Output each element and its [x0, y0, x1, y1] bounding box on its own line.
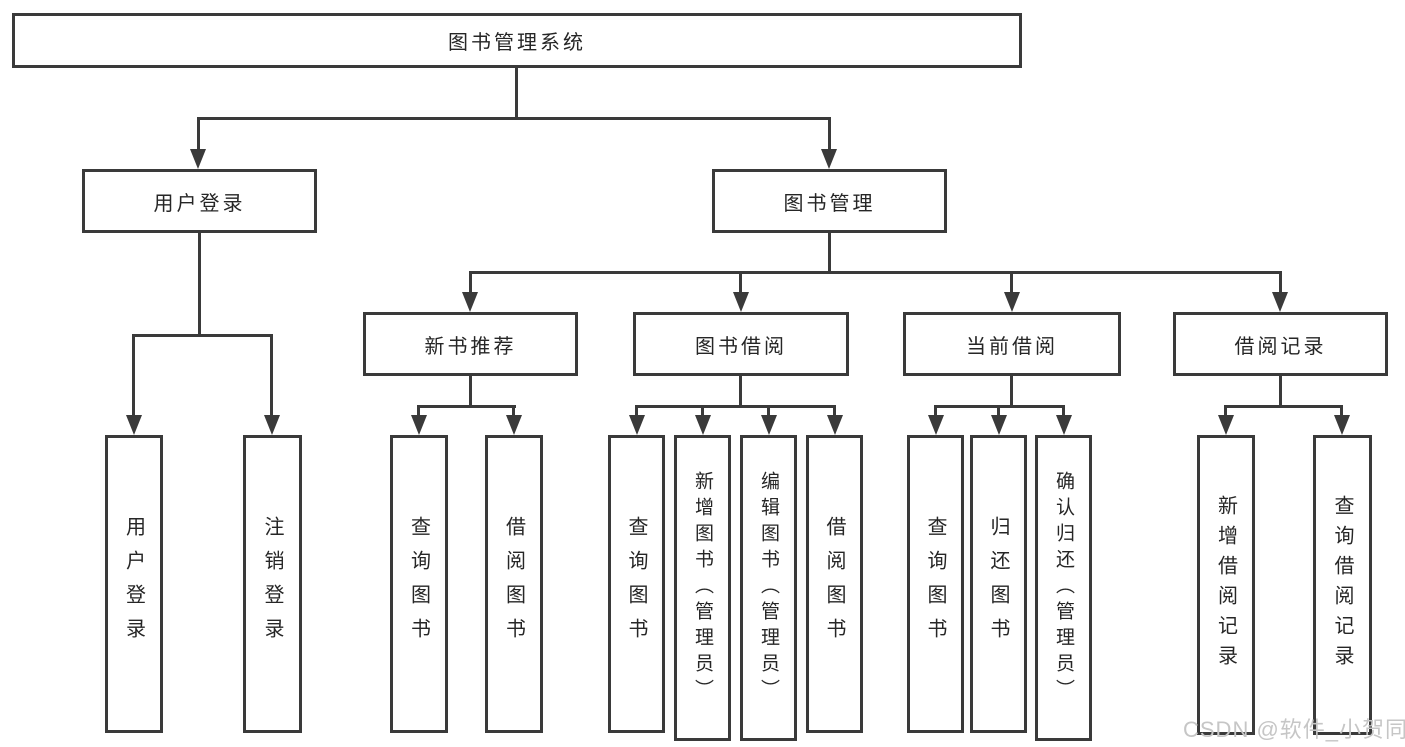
- connector-line: [828, 233, 831, 273]
- leaf-borrow-books: 借阅图书: [806, 435, 863, 733]
- arrow-down-icon: [629, 415, 645, 435]
- arrow-down-icon: [991, 415, 1007, 435]
- connector-line: [132, 334, 273, 337]
- arrow-down-icon: [761, 415, 777, 435]
- arrow-down-icon: [462, 292, 478, 312]
- node-new-book-recommend-label: 新书推荐: [424, 335, 517, 358]
- connector-line: [997, 405, 1000, 415]
- leaf-return-books-label: 归还图书: [987, 516, 1009, 652]
- leaf-query-borrow-record-label: 查询借阅记录: [1331, 495, 1353, 675]
- watermark: CSDN @软件_小贺同学: [1183, 717, 1405, 742]
- connector-line: [635, 405, 836, 408]
- node-library-system-label: 图书管理系统: [448, 32, 586, 54]
- arrow-down-icon: [264, 415, 280, 435]
- arrow-down-icon: [411, 415, 427, 435]
- leaf-query-books-recommend: 查询图书: [390, 435, 448, 733]
- connector-line: [1224, 405, 1343, 408]
- connector-line: [512, 405, 515, 415]
- node-borrow-records: 借阅记录: [1173, 312, 1388, 376]
- leaf-user-login-label: 用户登录: [122, 516, 145, 652]
- leaf-edit-books-admin: 编辑图书（管理员）: [740, 435, 797, 741]
- leaf-edit-books-admin-label: 编辑图书（管理员）: [758, 471, 779, 705]
- connector-line: [469, 376, 472, 408]
- leaf-add-borrow-record-label: 新增借阅记录: [1214, 495, 1237, 675]
- arrow-down-icon: [733, 292, 749, 312]
- connector-line: [1224, 405, 1227, 415]
- arrow-down-icon: [1056, 415, 1072, 435]
- arrow-down-icon: [827, 415, 843, 435]
- connector-line: [515, 68, 518, 118]
- connector-line: [1279, 376, 1282, 408]
- connector-line: [469, 271, 472, 292]
- leaf-query-books-current: 查询图书: [907, 435, 964, 733]
- connector-line: [701, 405, 704, 415]
- leaf-borrow-books-label: 借阅图书: [823, 516, 845, 652]
- arrow-down-icon: [126, 415, 142, 435]
- arrow-down-icon: [190, 149, 206, 169]
- leaf-logout-label: 注销登录: [261, 516, 283, 652]
- connector-line: [767, 405, 770, 415]
- node-current-borrow-label: 当前借阅: [966, 335, 1058, 358]
- leaf-add-borrow-record: 新增借阅记录: [1197, 435, 1255, 735]
- connector-line: [833, 405, 836, 415]
- connector-line: [934, 405, 937, 415]
- leaf-add-books-admin: 新增图书（管理员）: [674, 435, 731, 741]
- node-library-system: 图书管理系统: [12, 13, 1022, 68]
- leaf-user-login: 用户登录: [105, 435, 163, 733]
- connector-line: [1010, 271, 1013, 292]
- connector-line: [1279, 271, 1282, 292]
- connector-line: [197, 117, 831, 120]
- arrow-down-icon: [1218, 415, 1234, 435]
- arrow-down-icon: [928, 415, 944, 435]
- node-new-book-recommend: 新书推荐: [363, 312, 578, 376]
- node-user-login: 用户登录: [82, 169, 317, 233]
- leaf-confirm-return-admin-label: 确认归还（管理员）: [1053, 471, 1074, 705]
- connector-line: [1062, 405, 1065, 415]
- leaf-logout: 注销登录: [243, 435, 302, 733]
- node-book-borrow-label: 图书借阅: [695, 335, 787, 358]
- leaf-confirm-return-admin: 确认归还（管理员）: [1035, 435, 1092, 741]
- node-book-borrow: 图书借阅: [633, 312, 849, 376]
- arrow-down-icon: [695, 415, 711, 435]
- arrow-down-icon: [821, 149, 837, 169]
- connector-line: [828, 117, 831, 149]
- connector-line: [1010, 376, 1013, 408]
- connector-line: [1340, 405, 1343, 415]
- node-book-management: 图书管理: [712, 169, 947, 233]
- node-book-management-label: 图书管理: [783, 192, 876, 215]
- connector-line: [739, 376, 742, 408]
- connector-line: [417, 405, 516, 408]
- arrow-down-icon: [1334, 415, 1350, 435]
- node-current-borrow: 当前借阅: [903, 312, 1121, 376]
- node-borrow-records-label: 借阅记录: [1234, 335, 1327, 358]
- node-user-login-label: 用户登录: [153, 192, 246, 215]
- arrow-down-icon: [1004, 292, 1020, 312]
- arrow-down-icon: [1272, 292, 1288, 312]
- connector-line: [132, 334, 135, 415]
- leaf-query-books-borrow-label: 查询图书: [625, 516, 647, 652]
- leaf-query-borrow-record: 查询借阅记录: [1313, 435, 1372, 735]
- leaf-add-books-admin-label: 新增图书（管理员）: [692, 471, 713, 705]
- leaf-query-books-current-label: 查询图书: [924, 516, 946, 652]
- connector-line: [270, 334, 273, 415]
- connector-line: [197, 117, 200, 149]
- connector-line: [739, 271, 742, 292]
- connector-line: [635, 405, 638, 415]
- connector-line: [469, 271, 1282, 274]
- leaf-borrow-books-recommend: 借阅图书: [485, 435, 543, 733]
- leaf-query-books-borrow: 查询图书: [608, 435, 665, 733]
- leaf-borrow-books-recommend-label: 借阅图书: [502, 516, 525, 652]
- connector-line: [198, 233, 201, 336]
- leaf-query-books-recommend-label: 查询图书: [407, 516, 430, 652]
- leaf-return-books: 归还图书: [970, 435, 1027, 733]
- connector-line: [417, 405, 420, 415]
- arrow-down-icon: [506, 415, 522, 435]
